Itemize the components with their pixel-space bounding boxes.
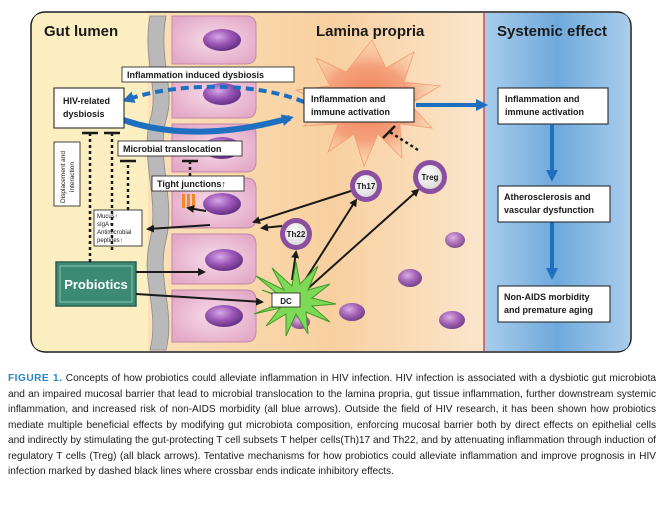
mucus-line-1: Mucus↑ [97,214,118,220]
lp-inflammation-line-2: immune activation [311,107,390,117]
inhibitory-dashed-lines [82,125,419,262]
inflammation-dysbiosis-label-box [121,66,295,83]
non-aids-box [497,285,611,323]
lp-inflammation-line-1: Inflammation and [311,94,386,104]
th17-cell: Th17 [350,170,382,202]
th17-label: Th17 [357,182,376,191]
systemic-inflammation-box [497,87,609,125]
displacement-line-2: interaction [69,162,76,192]
probiotics-label: Probiotics [64,277,128,292]
probiotics-box[interactable] [55,261,137,307]
dendritic-cell: DC [253,261,337,337]
inflammation-dysbiosis-label: Inflammation induced dysbiosis [127,70,264,80]
atherosclerosis-box [497,185,611,223]
systemic-inflammation-line-1: Inflammation and [505,94,580,104]
lamina-propria-title: Lamina propria [316,23,425,40]
tight-junction-icon [182,194,195,208]
atherosclerosis-line-1: Atherosclerosis and [504,192,591,202]
hiv-dysbiosis-line-2: dysbiosis [63,109,105,119]
mucus-line-3: Antimicrobial [97,230,131,236]
non-aids-line-1: Non-AIDS morbidity [504,292,590,302]
mucus-box [93,209,143,247]
systemic-inflammation-line-2: immune activation [505,107,584,117]
mucus-line-2: sIgA↑ [97,222,112,228]
figure-diagram: Gut lumen Lamina propria Systemic effect… [30,11,632,353]
displacement-line-1: Displacement and [60,151,67,203]
systemic-effect-title: Systemic effect [497,23,607,40]
mucus-line-4: peptides↑ [97,238,123,244]
dc-label: DC [280,297,292,306]
figure-caption: FIGURE 1. Concepts of how probiotics cou… [8,371,656,480]
th22-cell: Th22 [280,218,312,250]
atherosclerosis-line-2: vascular dysfunction [504,205,594,215]
microbial-translocation-label: Microbial translocation [123,144,222,154]
caption-label: FIGURE 1. [8,373,63,384]
microbial-translocation-label-box [117,140,243,157]
hiv-dysbiosis-box [53,87,125,129]
tight-junctions-label-box [151,175,245,192]
tight-junctions-label: Tight junctions↑ [157,179,226,189]
inflammation-induced-dysbiosis-arrow [122,84,305,104]
dysbiosis-to-inflammation-arrow [116,114,294,135]
treg-label: Treg [422,173,439,182]
non-aids-line-2: and premature aging [504,305,593,315]
displacement-label-box [53,141,81,207]
treg-cell: Treg [413,160,447,194]
lp-inflammation-box [303,87,415,123]
black-arrows [135,188,420,306]
th22-label: Th22 [287,230,306,239]
caption-text: Concepts of how probiotics could allevia… [8,373,656,477]
hiv-dysbiosis-line-1: HIV-related [63,96,110,106]
gut-lumen-title: Gut lumen [44,23,118,40]
